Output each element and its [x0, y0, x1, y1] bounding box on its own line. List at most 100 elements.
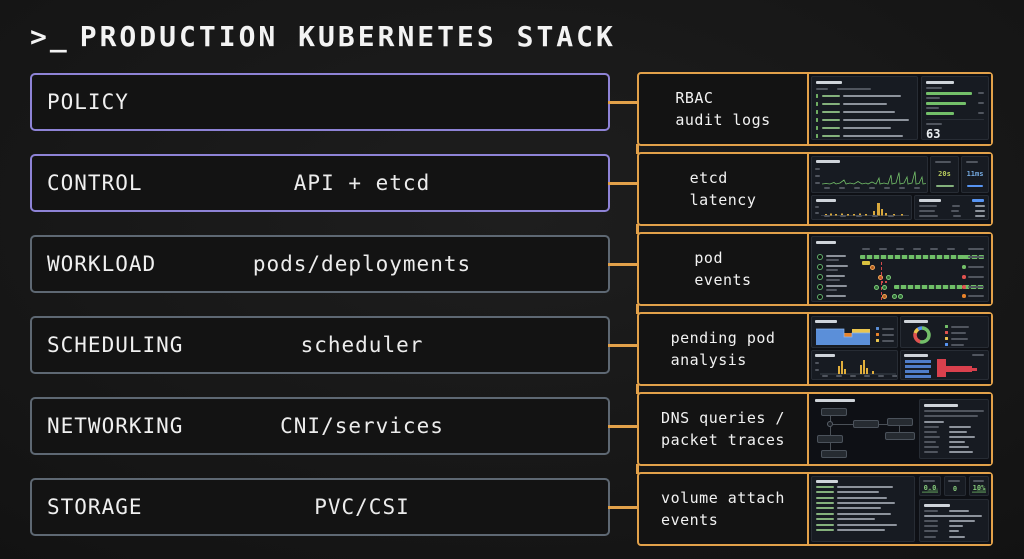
decor: [924, 430, 937, 433]
decor: [837, 485, 893, 488]
decor: [822, 134, 840, 137]
decor: [919, 205, 937, 207]
decor: [872, 215, 878, 217]
decor: [879, 424, 887, 425]
layer-box-scheduling: SCHEDULING scheduler: [30, 316, 610, 374]
stat-panel-primary: 20s: [930, 156, 959, 193]
decor: [816, 87, 909, 90]
decor: [815, 212, 819, 214]
decor: [949, 430, 967, 433]
decor: [924, 530, 982, 533]
decor: [952, 205, 960, 207]
decor: [936, 185, 954, 187]
decor: [945, 337, 948, 340]
decor: [850, 375, 856, 377]
decor: [978, 102, 984, 104]
connector-spine: [636, 304, 639, 314]
decor: [876, 327, 894, 342]
row-label-line1: DNS queries /: [661, 408, 785, 427]
decor: [937, 359, 977, 377]
decor: [901, 214, 903, 216]
decor: [892, 375, 897, 377]
decor: [816, 87, 828, 90]
connector-stub: [608, 101, 640, 104]
decor: [975, 210, 985, 212]
decor: [816, 523, 897, 526]
decor: DNS queries /packet traces: [661, 407, 785, 452]
decor: [816, 512, 897, 515]
decor: [905, 370, 929, 373]
decor: [822, 171, 926, 185]
decor: [816, 480, 897, 532]
decor: [838, 366, 840, 374]
decor: [840, 215, 846, 217]
layer-detail: CNI/services: [280, 414, 444, 438]
stat-panel-secondary: 11ms: [961, 156, 989, 193]
decor: [949, 450, 973, 453]
decor: [826, 259, 839, 261]
decor: [924, 525, 938, 528]
decor: [837, 518, 875, 521]
decor: [919, 205, 985, 217]
timeline-marker-line: [881, 262, 882, 300]
decor: [844, 369, 846, 374]
decor: [860, 365, 862, 374]
decor: [919, 210, 935, 212]
decor: [949, 445, 969, 448]
decor: [843, 110, 895, 113]
decor: [852, 329, 870, 333]
decor: [899, 187, 905, 189]
event-log-panel: [811, 476, 915, 542]
decor: [894, 285, 984, 289]
trace-details-panel: [919, 399, 989, 459]
decor: [924, 435, 984, 438]
decor: [816, 485, 834, 488]
decor: [843, 134, 903, 137]
decor: [949, 509, 969, 512]
decor: [816, 93, 818, 98]
decor: [978, 92, 984, 94]
layer-name: SCHEDULING: [47, 333, 184, 357]
decor: [876, 339, 879, 342]
pod-events-timeline-panel: [811, 236, 989, 302]
row-label-line2: events: [661, 511, 719, 529]
decor: [924, 440, 936, 443]
decor: [924, 404, 958, 407]
decor: [816, 133, 818, 138]
decor: [822, 126, 840, 129]
decor: [893, 214, 895, 216]
decor: [924, 409, 984, 412]
decor: [816, 117, 818, 122]
row-label-line2: audit logs: [675, 111, 771, 129]
decor: [914, 187, 920, 189]
unschedulable-bars-panel: [900, 350, 989, 380]
volume-attach-events-dashboard: 0.0 0 10%: [809, 474, 991, 544]
decor: [922, 487, 938, 493]
decor: [924, 450, 984, 453]
decor: [816, 529, 834, 532]
decor: [962, 294, 966, 298]
decor: [913, 326, 931, 344]
decor: [962, 255, 966, 259]
pod-events-dashboard: [809, 234, 991, 304]
layer-name: POLICY: [47, 90, 129, 114]
decor: [904, 320, 928, 323]
connector-stub: [608, 425, 640, 428]
decor: [966, 161, 978, 163]
decor: [844, 333, 852, 337]
decor: [924, 445, 939, 448]
decor: [882, 294, 887, 299]
decor: [924, 504, 982, 538]
decor: [837, 507, 881, 510]
decor: [962, 275, 966, 279]
decor: [816, 125, 909, 130]
decor: [898, 294, 903, 299]
row-divider: [807, 74, 809, 144]
decor: [968, 286, 984, 288]
